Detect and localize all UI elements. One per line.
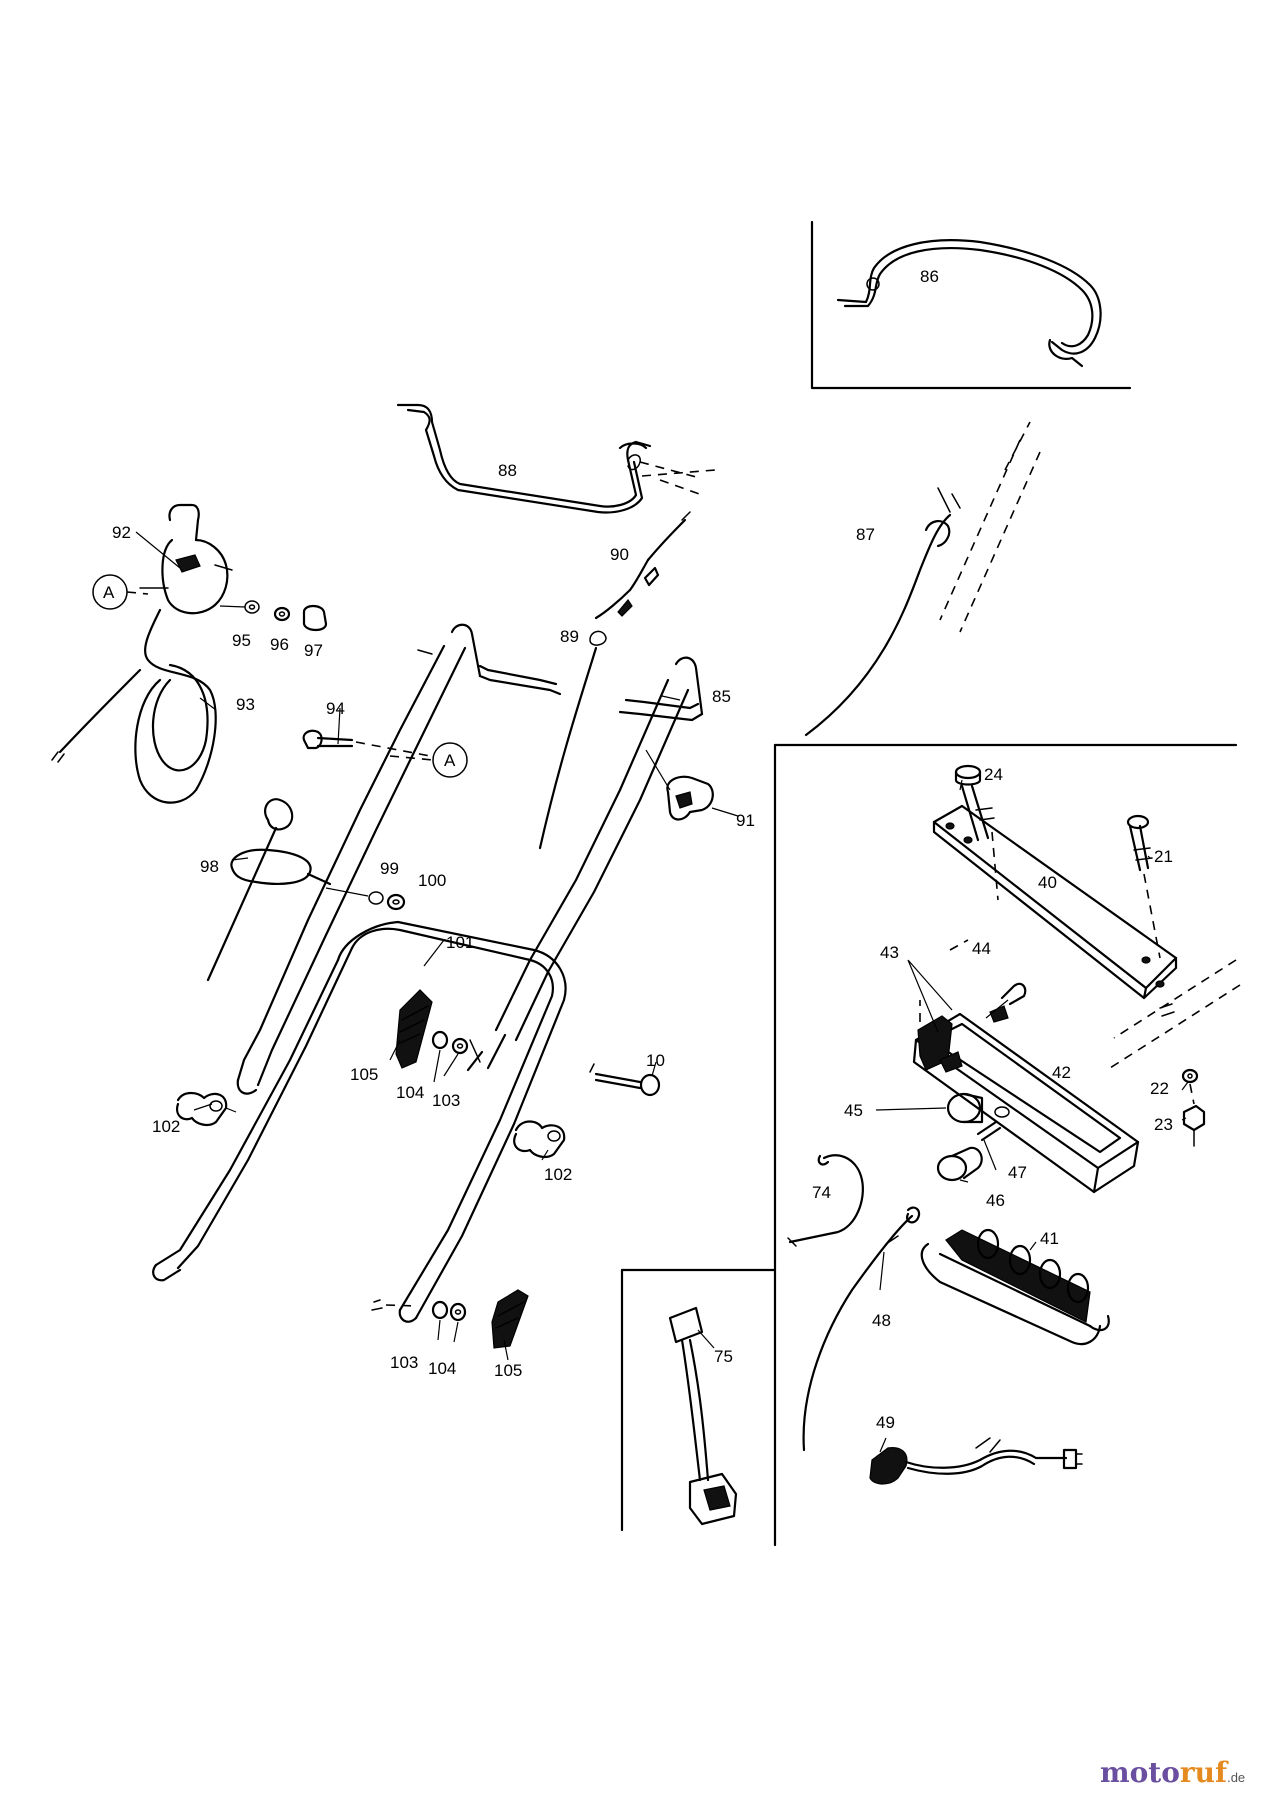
- label-49: 49: [876, 1413, 895, 1432]
- label-40: 40: [1038, 873, 1057, 892]
- part-74-wire: [787, 1154, 864, 1247]
- label-a2: A: [444, 751, 456, 770]
- label-94: 94: [326, 699, 345, 718]
- part-labels: 86 88 87 92 90 A 95 96 97 89 85 93 94 A …: [103, 267, 1173, 1432]
- watermark-part1: moto: [1100, 1756, 1180, 1789]
- label-88: 88: [498, 461, 517, 480]
- part-47-screw: [976, 1106, 1010, 1142]
- reference-a1-line: [126, 591, 149, 595]
- part-93-cable: [51, 608, 217, 804]
- label-42: 42: [1052, 1063, 1071, 1082]
- label-102-left: 102: [152, 1117, 180, 1136]
- part-89-90-cable: [538, 511, 691, 850]
- washers-22-23: [1181, 1068, 1206, 1147]
- label-46: 46: [986, 1191, 1005, 1210]
- part-86-rod: [836, 239, 1102, 368]
- label-101: 101: [446, 933, 474, 952]
- label-23: 23: [1154, 1115, 1173, 1134]
- washers-99-100: [325, 887, 406, 911]
- label-96: 96: [270, 635, 289, 654]
- label-89: 89: [560, 627, 579, 646]
- watermark-suffix: .de: [1227, 1770, 1245, 1785]
- label-41: 41: [1040, 1229, 1059, 1248]
- reference-a2-line: [389, 755, 434, 761]
- label-10: 10: [646, 1051, 665, 1070]
- label-48: 48: [872, 1311, 891, 1330]
- label-85: 85: [712, 687, 731, 706]
- part-94-bolt: [302, 707, 431, 757]
- label-105-upper: 105: [350, 1065, 378, 1084]
- part-45-cap: [946, 1092, 984, 1124]
- part-21-bolt: [1126, 814, 1161, 959]
- label-95: 95: [232, 631, 251, 650]
- part-40-plate: [932, 804, 1178, 1000]
- part-48-wire: [802, 1206, 921, 1452]
- label-22: 22: [1150, 1079, 1169, 1098]
- part-41-battery-pack: [920, 1228, 1110, 1346]
- label-105-lower: 105: [494, 1361, 522, 1380]
- part-42-housing: [912, 959, 1241, 1194]
- label-102-right: 102: [544, 1165, 572, 1184]
- label-91: 91: [736, 811, 755, 830]
- label-74: 74: [812, 1183, 831, 1202]
- label-90: 90: [610, 545, 629, 564]
- reference-circle-a2: [432, 742, 468, 778]
- label-87: 87: [856, 525, 875, 544]
- label-43: 43: [880, 943, 899, 962]
- label-98: 98: [200, 857, 219, 876]
- label-24: 24: [984, 765, 1003, 784]
- clamp-102-right: [513, 1120, 566, 1159]
- part-46-knob: [936, 1146, 983, 1182]
- label-47: 47: [1008, 1163, 1027, 1182]
- washers-95-97: [219, 600, 328, 632]
- clamp-102-left: [176, 1091, 237, 1127]
- label-92: 92: [112, 523, 131, 542]
- part-75-cable: [668, 1306, 738, 1526]
- upper-handle-right-85: [486, 656, 704, 1070]
- label-100: 100: [418, 871, 446, 890]
- label-93: 93: [236, 695, 255, 714]
- part-87-cable: [804, 421, 1041, 737]
- part-10-bolt: [589, 1063, 661, 1097]
- watermark-part2: ruf: [1180, 1756, 1229, 1789]
- part-44-clip: [989, 982, 1027, 1023]
- label-104-upper: 104: [396, 1083, 424, 1102]
- part-88-bail: [396, 403, 716, 514]
- label-103-upper: 103: [432, 1091, 460, 1110]
- watermark: motoruf.de: [1100, 1756, 1245, 1789]
- part-98-eyebolt: [206, 798, 332, 982]
- label-103-lower: 103: [390, 1353, 418, 1372]
- upper-handle-left: [236, 623, 562, 1095]
- label-45: 45: [844, 1101, 863, 1120]
- panel-86-frame: [810, 220, 1132, 390]
- part-91-fitting: [645, 749, 739, 821]
- lower-handle-101: [152, 920, 567, 1323]
- label-a1: A: [103, 583, 115, 602]
- label-75: 75: [714, 1347, 733, 1366]
- leader-lines: [135, 531, 1189, 1453]
- label-104-lower: 104: [428, 1359, 456, 1378]
- label-44: 44: [972, 939, 991, 958]
- label-86: 86: [920, 267, 939, 286]
- knob-group-lower: [371, 1289, 529, 1349]
- label-21: 21: [1154, 847, 1173, 866]
- panel-frames: [620, 220, 1238, 1547]
- knob-group-upper: [395, 989, 484, 1072]
- part-92-switch: [139, 503, 233, 615]
- label-97: 97: [304, 641, 323, 660]
- label-99: 99: [380, 859, 399, 878]
- part-49-charger: [869, 1437, 1083, 1485]
